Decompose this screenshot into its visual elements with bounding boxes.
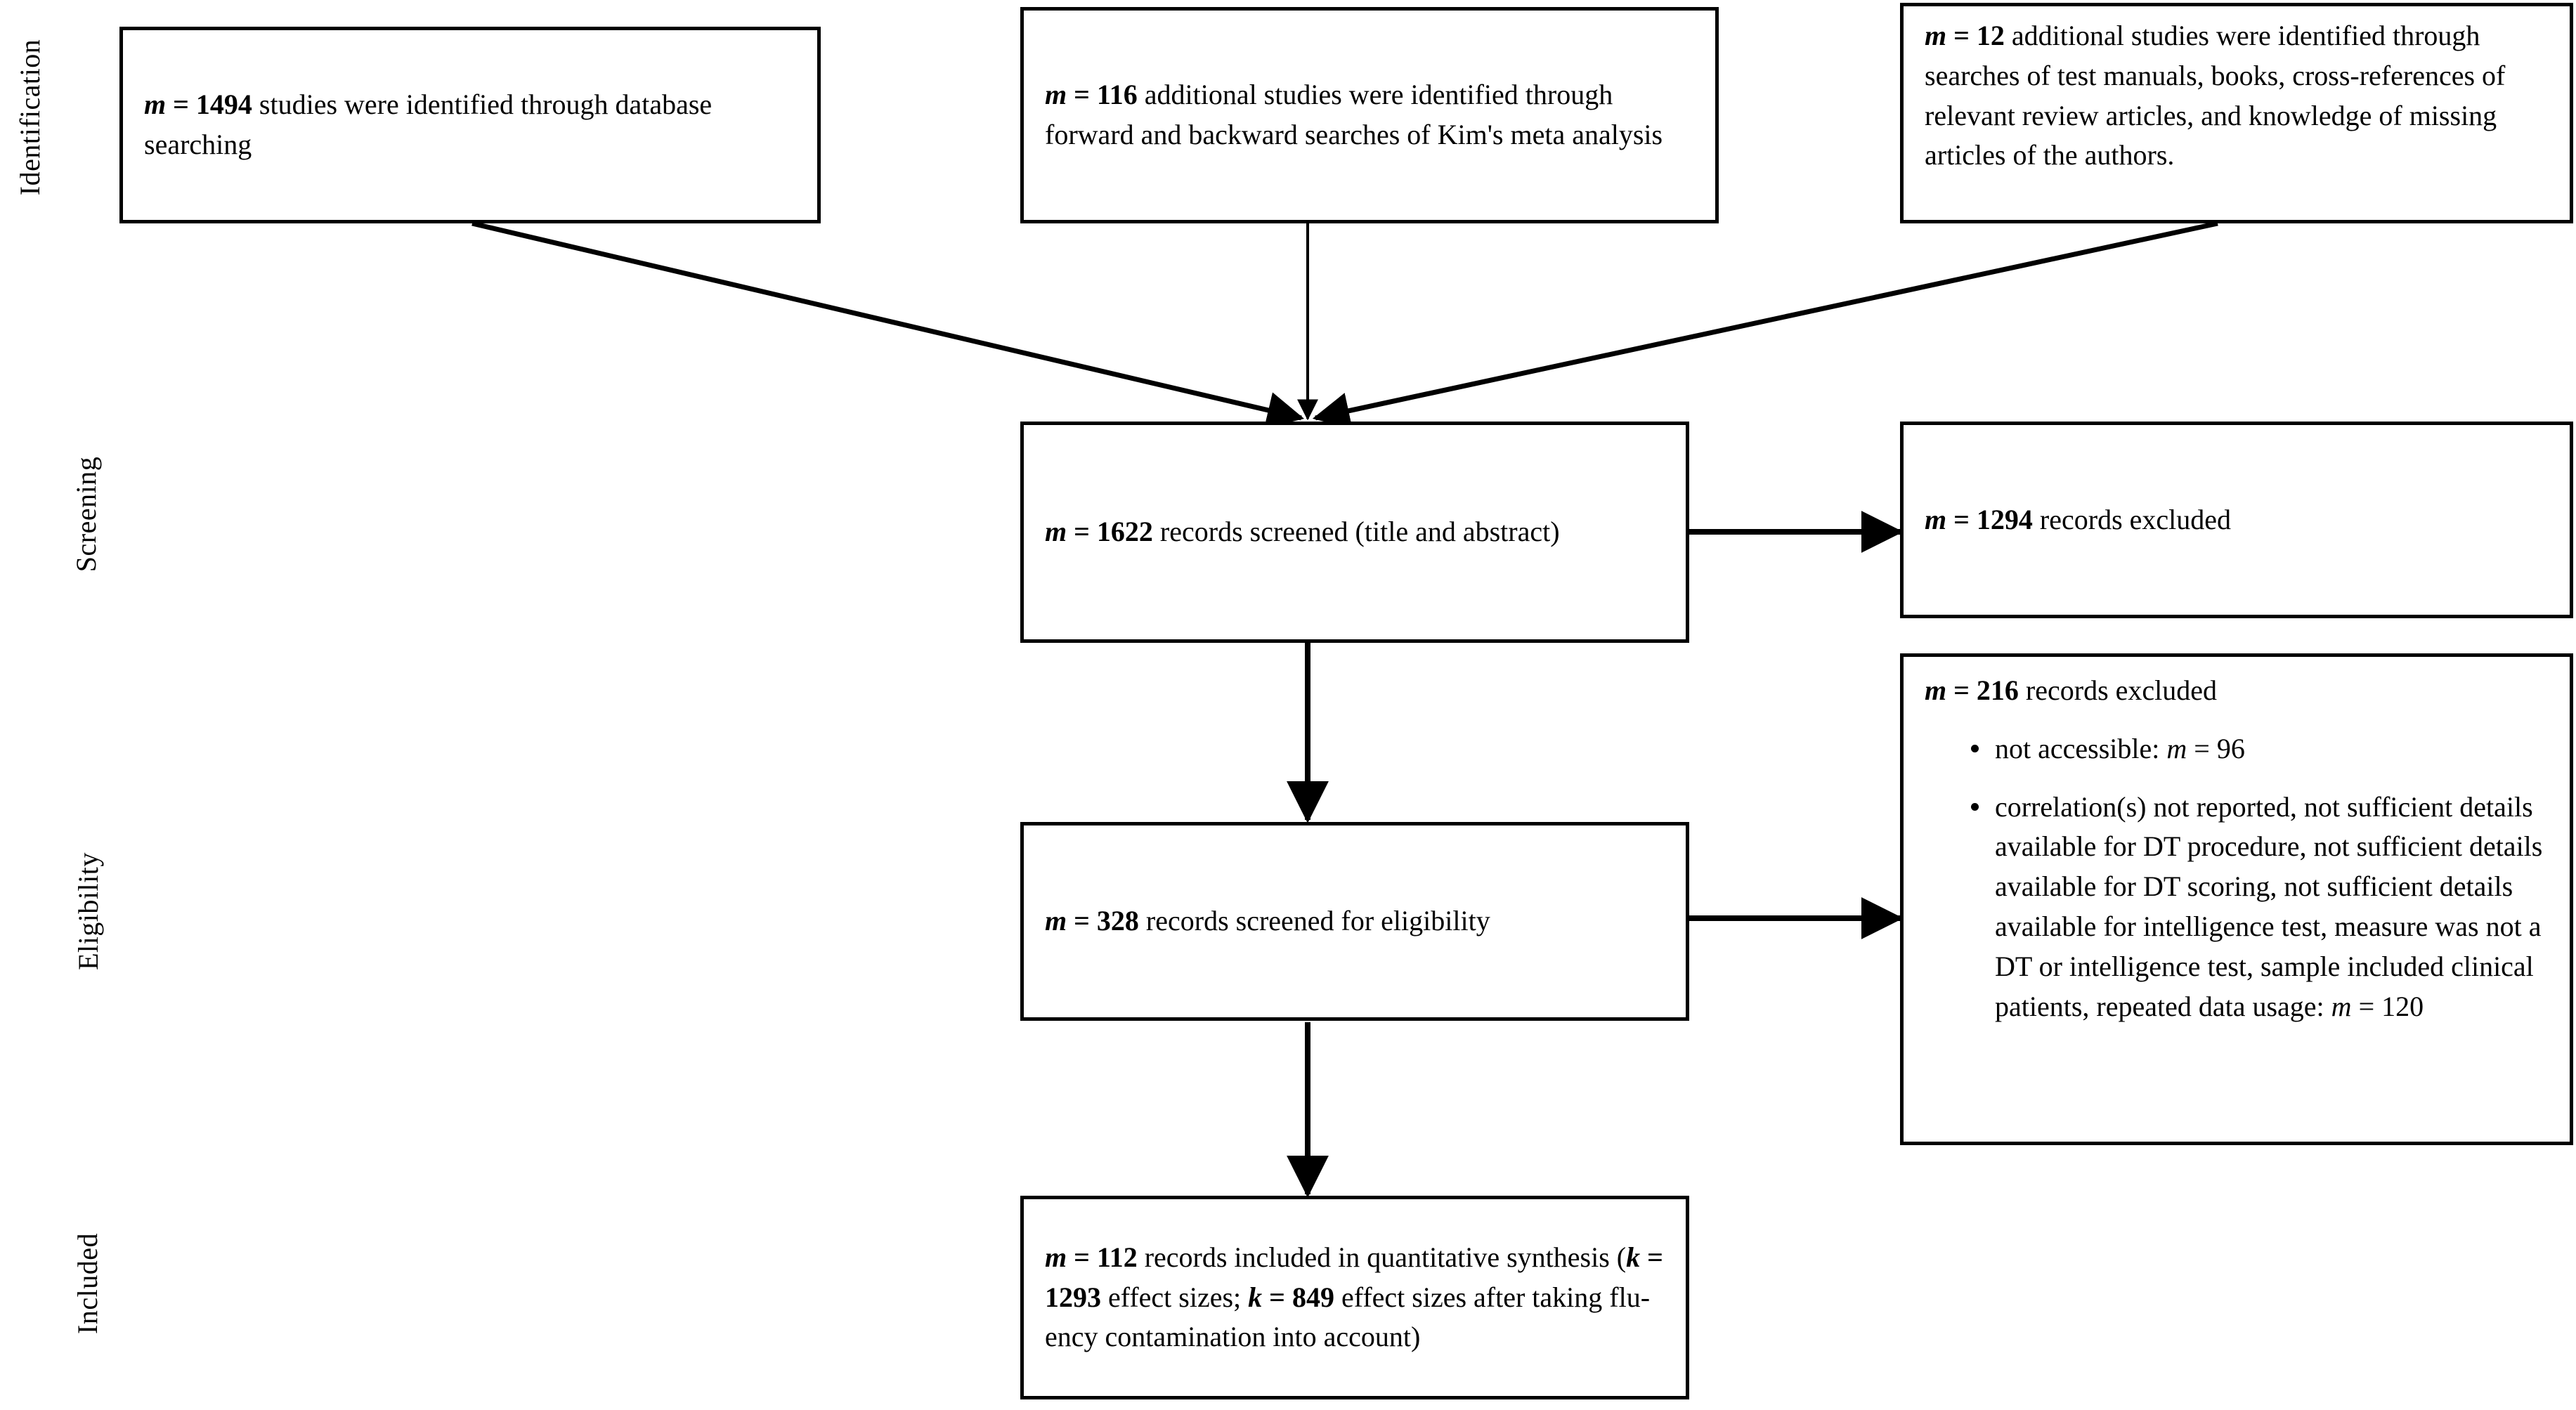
reason-symbol: m	[2166, 732, 2187, 764]
count-symbol: m	[1045, 79, 1067, 111]
box-screened-for-eligibility: m = 328 records screened for eligibil­it…	[1020, 822, 1689, 1021]
box-included-synthesis-text: m = 112 records included in quantita­tiv…	[1045, 1241, 1663, 1353]
included-text-2: effect sizes;	[1108, 1281, 1242, 1313]
exclusion-reasons-list: not accessible: m = 96 correlation(s) no…	[1925, 729, 2549, 1027]
reason-symbol: m	[2331, 990, 2352, 1022]
box-other-sources-body: additional studies were identi­fied thro…	[1925, 20, 2506, 171]
stage-label-eligibility: Eligibility	[72, 806, 105, 1017]
k-value-1: 1293	[1045, 1281, 1101, 1313]
count-symbol: m	[1925, 503, 1947, 535]
box-database-search-body: studies were identified through database…	[144, 89, 713, 160]
stage-label-eligibility-text: Eligibility	[72, 852, 104, 970]
count-value: 1622	[1096, 516, 1153, 548]
stage-label-identification-text: Identification	[14, 39, 46, 196]
count-value: 328	[1096, 905, 1139, 937]
reason-text: correlation(s) not reported, not suffici…	[1995, 790, 2543, 1022]
count-symbol: m	[1045, 905, 1067, 937]
count-value: 216	[1976, 674, 2019, 706]
box-records-excluded-eligibility-heading: m = 216 records excluded	[1925, 674, 2218, 706]
count-value: 1294	[1976, 503, 2033, 535]
box-database-search-text: m = 1494 studies were identified through…	[144, 89, 713, 160]
reason-value: 120	[2381, 990, 2424, 1022]
count-symbol: m	[1925, 674, 1947, 706]
box-included-synthesis: m = 112 records included in quantita­tiv…	[1020, 1196, 1689, 1399]
box-forward-backward-text: m = 116 additional studies were iden­tif…	[1045, 79, 1663, 150]
stage-label-screening: Screening	[70, 409, 103, 620]
k-symbol-2: k	[1248, 1281, 1263, 1313]
box-records-excluded-screening: m = 1294 records excluded	[1900, 422, 2573, 618]
count-symbol: m	[144, 89, 167, 121]
arrow-other-to-screened	[1312, 221, 2218, 429]
box-database-search: m = 1494 studies were identified through…	[119, 27, 821, 223]
box-records-excluded-screening-body: records excluded	[2039, 503, 2232, 535]
box-forward-backward-body: additional studies were iden­tified thro…	[1045, 79, 1663, 150]
stage-label-identification: Identification	[14, 0, 47, 237]
box-records-excluded-eligibility-body: records excluded	[2025, 674, 2218, 706]
box-other-sources: m = 12 additional studies were identi­fi…	[1900, 3, 2573, 223]
stage-label-included-text: Included	[72, 1233, 103, 1334]
box-screened-for-eligibility-body: records screened for eligibil­ity	[1145, 905, 1490, 937]
count-symbol: m	[1045, 516, 1067, 548]
count-value: 112	[1096, 1241, 1138, 1273]
stage-label-screening-text: Screening	[70, 456, 102, 573]
included-text-3: effect sizes after taking flu­ency conta…	[1045, 1281, 1651, 1353]
box-other-sources-text: m = 12 additional studies were identi­fi…	[1925, 20, 2506, 171]
list-item: correlation(s) not reported, not suffici…	[1971, 788, 2549, 1027]
box-records-excluded-screening-text: m = 1294 records excluded	[1925, 503, 2232, 535]
stage-label-included: Included	[72, 1178, 105, 1389]
box-records-screened-text: m = 1622 records screened (title and abs…	[1045, 516, 1560, 548]
list-item: not accessible: m = 96	[1971, 729, 2549, 769]
included-text-1: records included in quantita­tive synthe…	[1144, 1241, 1627, 1273]
box-records-excluded-eligibility: m = 216 records excluded not accessible:…	[1900, 653, 2573, 1145]
count-symbol: m	[1045, 1241, 1067, 1273]
count-value: 116	[1096, 79, 1138, 111]
box-records-screened: m = 1622 records screened (title and abs…	[1020, 422, 1689, 643]
count-symbol: m	[1925, 20, 1947, 51]
box-records-screened-body: records screened (title and abstract)	[1159, 516, 1560, 548]
count-value: 12	[1976, 20, 2005, 51]
reason-value: 96	[2216, 732, 2245, 764]
k-symbol-1: k	[1626, 1241, 1641, 1273]
box-screened-for-eligibility-text: m = 328 records screened for eligibil­it…	[1045, 905, 1490, 937]
k-value-2: 849	[1292, 1281, 1334, 1313]
reason-text: not accessible:	[1995, 732, 2160, 764]
arrow-database-to-screened	[471, 221, 1305, 429]
count-value: 1494	[195, 89, 252, 121]
box-forward-backward-search: m = 116 additional studies were iden­tif…	[1020, 7, 1719, 223]
